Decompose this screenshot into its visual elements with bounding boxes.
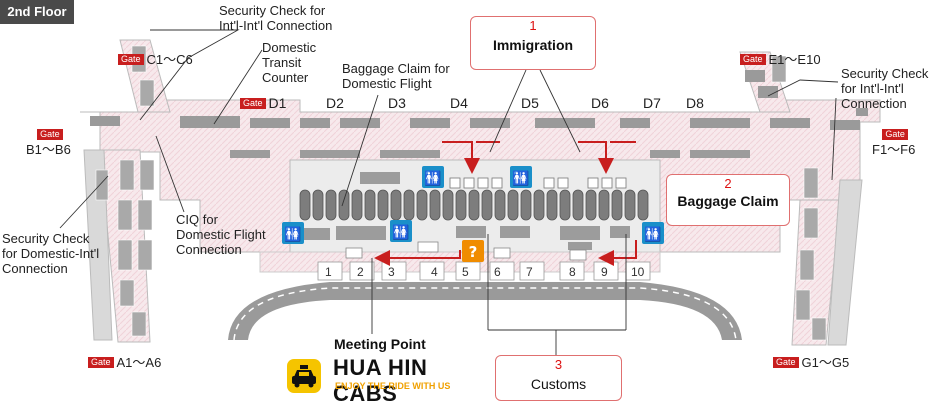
gate-badge: Gate	[882, 129, 908, 140]
toilet-icon	[390, 220, 412, 242]
gate-badge: Gate	[118, 54, 144, 65]
taxi-icon	[287, 359, 321, 393]
gate-badge: Gate	[773, 357, 799, 368]
d-gate: D5	[521, 95, 539, 111]
svg-text:🚻: 🚻	[424, 170, 441, 187]
toilet-icon	[282, 222, 304, 244]
curb-number: 3	[388, 265, 395, 279]
toilet-icon	[422, 166, 444, 188]
curb-number: 9	[601, 265, 608, 279]
svg-text:🚻: 🚻	[512, 170, 529, 187]
curb-number: 8	[569, 265, 576, 279]
svg-text:🚻: 🚻	[284, 226, 301, 243]
brand-name: HUA HIN CABS	[333, 355, 428, 406]
brand-tagline: ENJOY THE RIDE WITH US	[335, 381, 451, 391]
callout-customs: 3 Customs	[495, 355, 622, 401]
callout-text: Customs	[530, 376, 587, 392]
toilet-icon	[510, 166, 532, 188]
d-gate: D7	[643, 95, 661, 111]
curb-number: 4	[431, 265, 438, 279]
callout-immigration: 1 Immigration	[470, 16, 596, 70]
callout-number: 1	[529, 18, 537, 33]
curb-number: 2	[357, 265, 364, 279]
d-gate: D8	[686, 95, 704, 111]
curb-number: 1	[325, 265, 332, 279]
gate-range: G1～G5	[801, 355, 850, 370]
floor-label: 2nd Floor	[0, 0, 74, 24]
curb-number: 5	[462, 265, 469, 279]
toilet-icon	[642, 222, 664, 244]
callout-number: 2	[724, 176, 732, 191]
gate-badge: Gate	[37, 129, 63, 140]
d-gate: D4	[450, 95, 468, 111]
curb-number: 6	[494, 265, 501, 279]
svg-text:🚻: 🚻	[644, 226, 661, 243]
callout-baggage-claim: 2 Baggage Claim	[666, 174, 790, 226]
callout-text: Immigration	[492, 37, 574, 53]
d-gate: D6	[591, 95, 609, 111]
d-gate: D1	[268, 95, 287, 111]
info-icon	[462, 240, 484, 262]
callout-number: 3	[554, 357, 563, 372]
callout-text: Baggage Claim	[677, 193, 779, 209]
svg-text:?: ?	[469, 243, 478, 261]
brand-logo: HUA HIN CABS ENJOY THE RIDE WITH US	[283, 355, 493, 406]
gate-range: E1～E10	[768, 52, 821, 67]
svg-text:🚻: 🚻	[392, 224, 409, 241]
gate-badge: Gate	[88, 357, 114, 368]
curb-number: 7	[526, 265, 533, 279]
gate-range: B1～B6	[26, 142, 71, 157]
meeting-point-label: Meeting Point	[334, 336, 426, 352]
gate-range: C1～C6	[146, 52, 193, 67]
curb-number: 10	[631, 265, 645, 279]
d-gate: D3	[388, 95, 406, 111]
gate-badge: Gate	[740, 54, 766, 65]
d-gate: D2	[326, 95, 344, 111]
gate-badge: Gate	[240, 98, 266, 109]
gate-range: A1～A6	[116, 355, 162, 370]
gate-range: F1～F6	[872, 142, 916, 157]
